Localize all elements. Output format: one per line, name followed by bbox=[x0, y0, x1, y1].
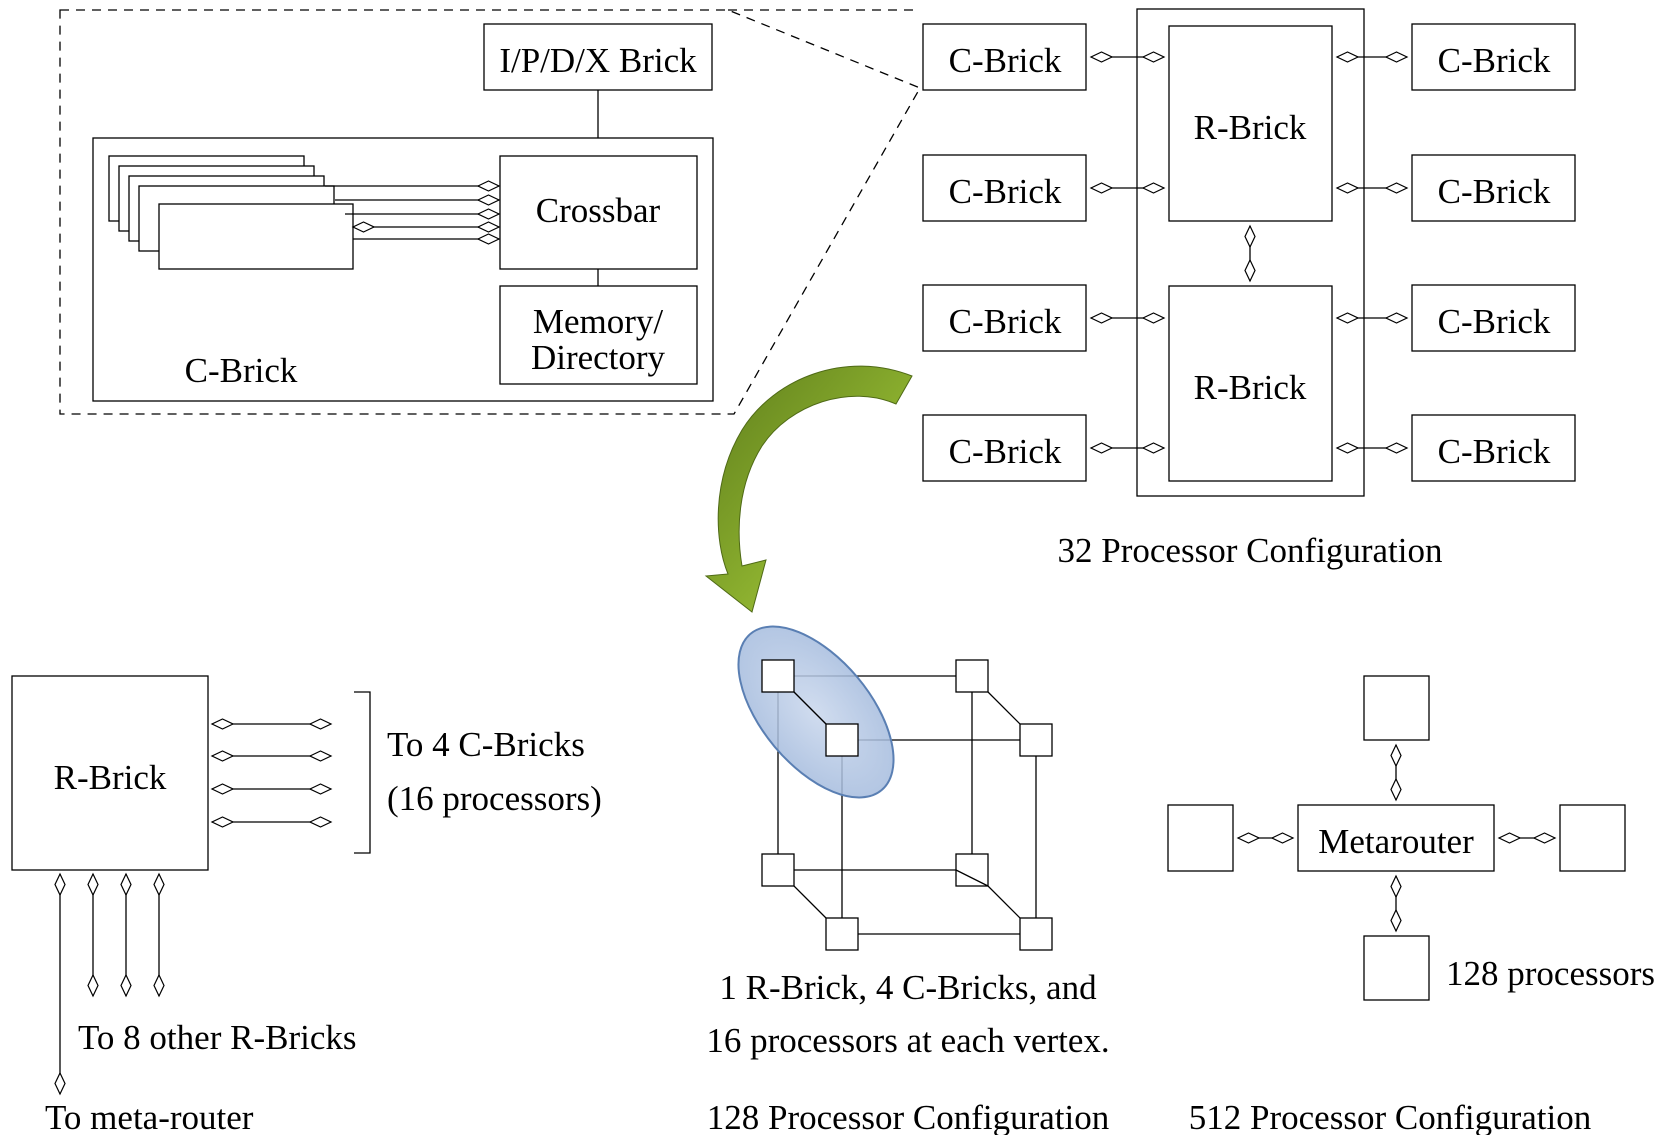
cbrick-left-1 bbox=[922, 23, 1087, 91]
to-rbricks-label: To 8 other R-Bricks bbox=[78, 1018, 356, 1057]
cbrick-label: C-Brick bbox=[1438, 302, 1551, 341]
memory-directory-box bbox=[499, 285, 698, 385]
cbrick-label: C-Brick bbox=[1438, 172, 1551, 211]
cube-vertex bbox=[1019, 917, 1053, 951]
highlight-ellipse bbox=[737, 625, 895, 799]
cbrick-right-1 bbox=[1411, 23, 1576, 91]
cbrick-zoom-label: C-Brick bbox=[185, 351, 298, 390]
crossbar-label: Crossbar bbox=[536, 191, 661, 230]
config128-caption: 128 Processor Configuration bbox=[707, 1098, 1109, 1135]
cbrick-zoom-detail: I/P/D/X Brick Crossbar Memory/ Directory… bbox=[59, 9, 921, 415]
group-box-right bbox=[1559, 804, 1626, 872]
cube-vertex bbox=[825, 917, 859, 951]
cbrick-label: C-Brick bbox=[949, 41, 1062, 80]
processors-label: 128 processors bbox=[1446, 954, 1655, 993]
metarouter-box bbox=[1297, 804, 1495, 872]
memory-label-line1: Memory/ bbox=[533, 302, 664, 341]
config128-line1: 1 R-Brick, 4 C-Bricks, and bbox=[719, 968, 1097, 1007]
bracket bbox=[354, 691, 371, 854]
config-32-processor: R-Brick R-Brick C-Brick C-Brick C-Brick … bbox=[922, 8, 1576, 570]
cbrick-label: C-Brick bbox=[1438, 41, 1551, 80]
group-box-bottom bbox=[1363, 935, 1430, 1001]
rbrick-detail-label: R-Brick bbox=[54, 758, 167, 797]
config512-caption: 512 Processor Configuration bbox=[1189, 1098, 1591, 1135]
to-cbricks-line1: To 4 C-Bricks bbox=[387, 725, 585, 764]
cbrick-left-2 bbox=[922, 154, 1087, 222]
cbrick-label: C-Brick bbox=[949, 432, 1062, 471]
to-cbricks-line2: (16 processors) bbox=[387, 779, 602, 818]
io-brick-box bbox=[483, 23, 713, 91]
cube-vertex bbox=[1019, 723, 1053, 757]
memory-label-line2: Directory bbox=[531, 338, 666, 377]
cube-vertex bbox=[761, 659, 795, 693]
cube-vertex bbox=[825, 723, 859, 757]
cube-vertex bbox=[761, 853, 795, 887]
cbrick-label: C-Brick bbox=[949, 302, 1062, 341]
cbrick-left-4 bbox=[922, 414, 1087, 482]
config128-line2: 16 processors at each vertex. bbox=[706, 1021, 1109, 1060]
processor-board bbox=[158, 203, 354, 270]
cbrick-left-3 bbox=[922, 284, 1087, 352]
metarouter-label: Metarouter bbox=[1318, 822, 1474, 861]
rbrick-bottom-label: R-Brick bbox=[1194, 368, 1307, 407]
cbrick-right-4 bbox=[1411, 414, 1576, 482]
cbrick-right-3 bbox=[1411, 284, 1576, 352]
rbrick-top-label: R-Brick bbox=[1194, 108, 1307, 147]
rbrick-detail-box bbox=[11, 675, 209, 871]
rbrick-bottom bbox=[1168, 285, 1333, 482]
config-128-processor: 1 R-Brick, 4 C-Bricks, and 16 processors… bbox=[706, 625, 1110, 1135]
cbrick-label: C-Brick bbox=[949, 172, 1062, 211]
curved-arrow bbox=[704, 365, 913, 613]
to-metarouter-label: To meta-router bbox=[45, 1098, 254, 1135]
config-512-processor: Metarouter 128 processors 512 Processor … bbox=[1167, 675, 1655, 1135]
config32-caption: 32 Processor Configuration bbox=[1058, 531, 1443, 570]
rbrick-detail: R-Brick To 4 C-Bricks (16 processors) To… bbox=[11, 675, 602, 1135]
cbrick-right-2 bbox=[1411, 154, 1576, 222]
group-box-left bbox=[1167, 804, 1234, 872]
io-brick-label: I/P/D/X Brick bbox=[499, 41, 697, 80]
cbrick-label: C-Brick bbox=[1438, 432, 1551, 471]
group-box-top bbox=[1363, 675, 1430, 741]
zoom-outline bbox=[59, 9, 921, 415]
cube-vertex bbox=[955, 659, 989, 693]
rbrick-top bbox=[1168, 25, 1333, 222]
cube-vertex bbox=[955, 853, 989, 887]
